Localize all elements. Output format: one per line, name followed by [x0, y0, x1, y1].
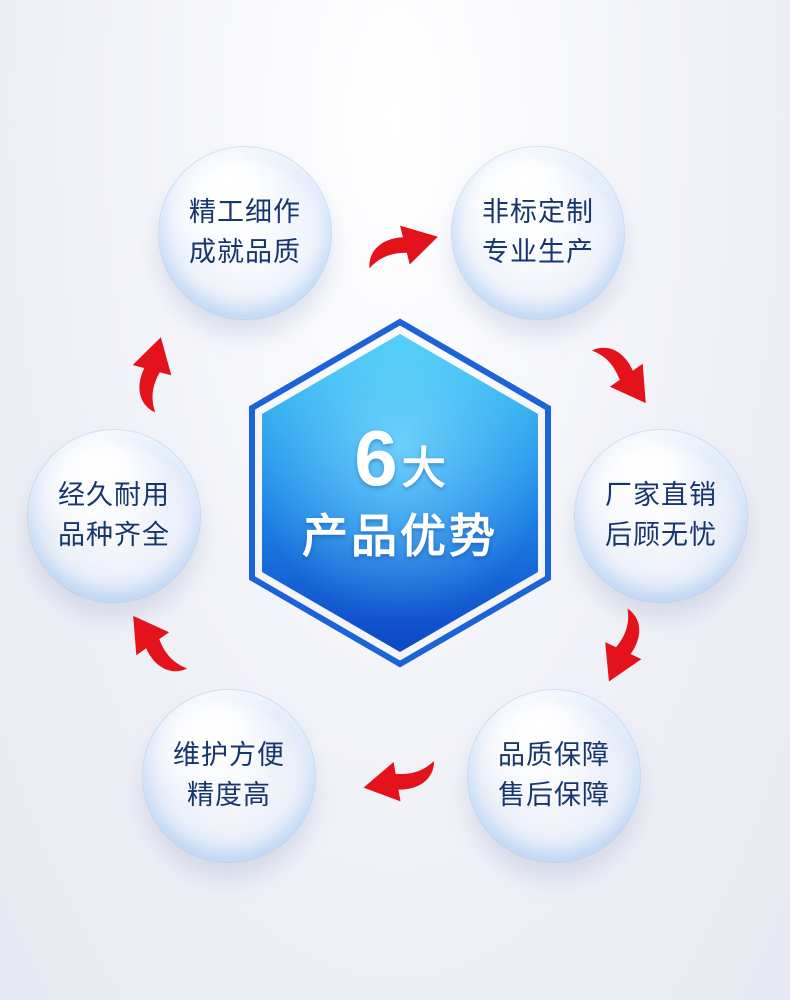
advantage-3-line1: 厂家直销	[605, 480, 717, 511]
arrow-down-left-icon	[590, 605, 659, 690]
advantage-1-line1: 精工细作	[189, 197, 301, 228]
arrow-up-icon	[122, 332, 181, 414]
center-number-suffix: 大	[401, 442, 446, 494]
arrow-up-left-icon	[116, 604, 193, 688]
advantage-3-line2: 后顾无忧	[605, 520, 717, 551]
advantage-5-line2: 精度高	[187, 780, 271, 811]
hexagon-center-text: 6 大 产品优势	[255, 325, 545, 660]
arrow-down-right-icon	[586, 331, 663, 415]
hexagon-glow	[262, 334, 538, 652]
hexagon-outline	[249, 318, 551, 668]
arrow-right-icon	[361, 217, 443, 275]
advantage-bubble-2: 非标定制 专业生产	[452, 147, 624, 319]
advantage-6-line1: 经久耐用	[58, 480, 170, 511]
advantage-5-line1: 维护方便	[173, 740, 285, 771]
advantage-bubble-1: 精工细作 成就品质	[159, 147, 331, 319]
arrow-left-icon	[360, 755, 440, 808]
advantage-4-line2: 售后保障	[498, 780, 610, 811]
advantage-2-line2: 专业生产	[482, 237, 594, 268]
advantage-bubble-3: 厂家直销 后顾无忧	[575, 430, 747, 602]
advantage-2-line1: 非标定制	[482, 197, 594, 228]
advantage-bubble-5: 维护方便 精度高	[143, 690, 315, 862]
center-number: 6	[354, 413, 398, 502]
advantage-1-line2: 成就品质	[189, 237, 301, 268]
advantage-6-line2: 品种齐全	[58, 520, 170, 551]
center-subtitle: 产品优势	[302, 508, 498, 563]
advantage-bubble-4: 品质保障 售后保障	[468, 690, 640, 862]
advantage-bubble-6: 经久耐用 品种齐全	[28, 430, 200, 602]
center-number-line: 6 大	[354, 415, 445, 497]
advantage-4-line1: 品质保障	[498, 740, 610, 771]
